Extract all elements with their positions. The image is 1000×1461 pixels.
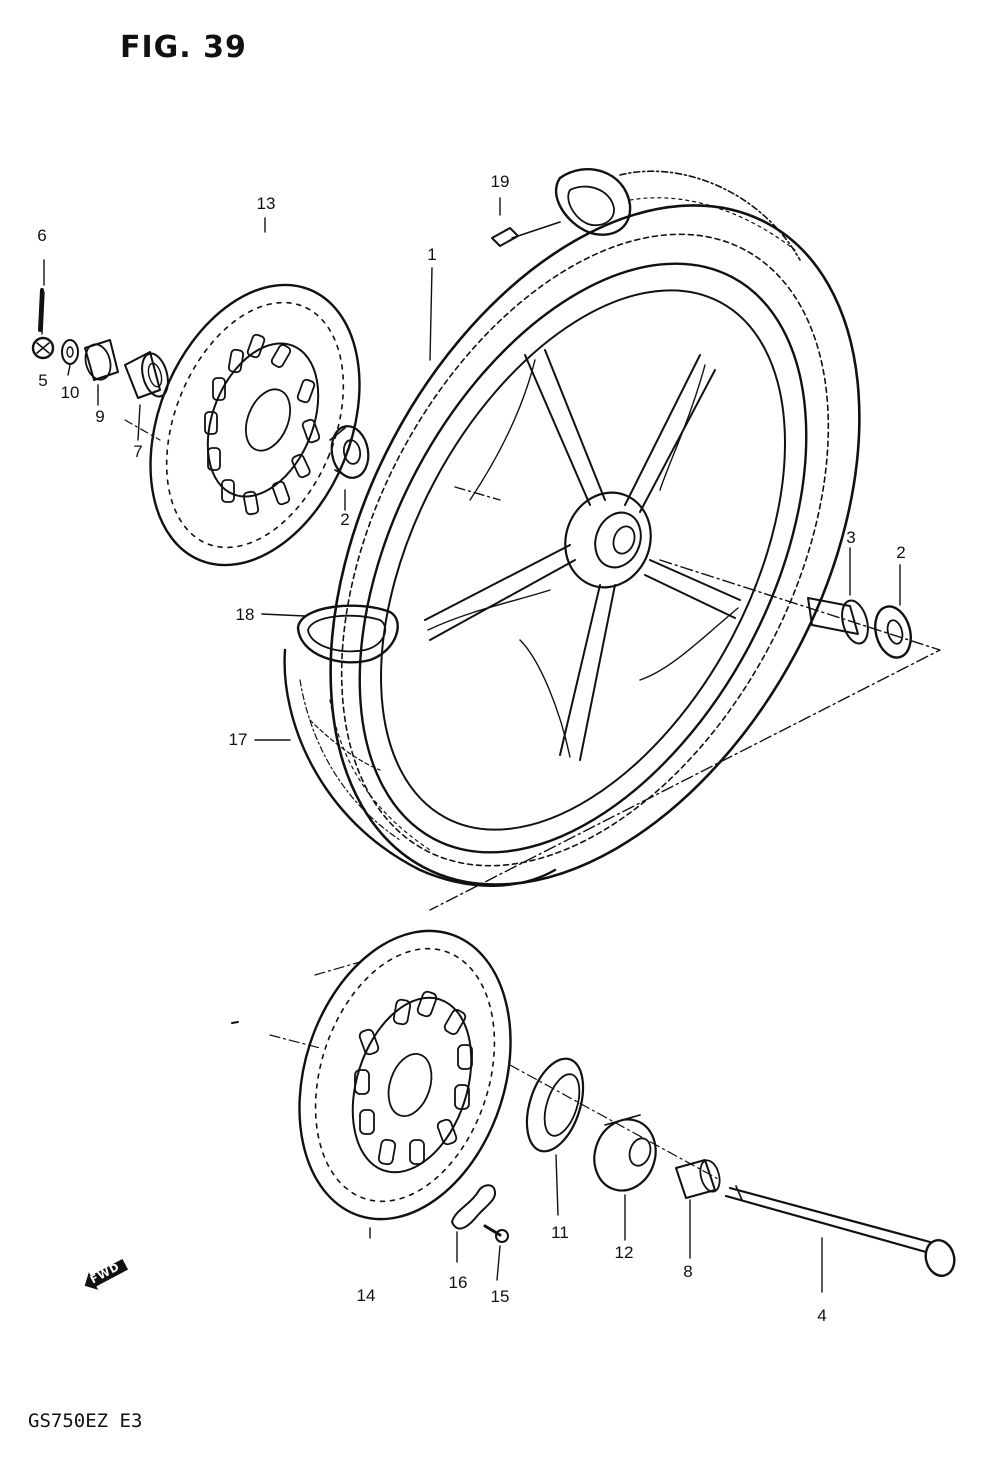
figure-title: FIG. 39 (120, 30, 247, 65)
tire-outer-edge (329, 204, 861, 886)
callout-13: 13 (256, 194, 276, 213)
callout-4: 4 (817, 1306, 827, 1325)
forward-direction-arrow: FWD (80, 1254, 131, 1295)
callout-6: 6 (37, 226, 47, 245)
callout-17: 17 (228, 730, 248, 749)
model-code: GS750EZ E3 (28, 1410, 143, 1432)
callout-5: 5 (38, 371, 48, 390)
leader-lines (43, 197, 901, 1293)
callout-3: 3 (846, 528, 856, 547)
callout-11: 11 (551, 1223, 569, 1242)
rim-inner (380, 289, 786, 831)
tire-section-bottom (296, 604, 399, 664)
callout-16: 16 (448, 1273, 468, 1292)
callout-15: 15 (490, 1287, 510, 1306)
callout-12: 12 (614, 1243, 634, 1262)
left-spacers (31, 288, 169, 399)
brake-disc-lower (298, 929, 512, 1221)
callout-18: 18 (235, 605, 255, 624)
callout-1: 1 (427, 245, 437, 264)
tire-section-top (554, 168, 632, 236)
callout-2-left: 2 (340, 510, 350, 529)
lock-plate-and-bolt (451, 1184, 509, 1243)
brake-disc-upper (149, 283, 361, 567)
callout-14: 14 (356, 1286, 376, 1305)
spacer-right (675, 1159, 721, 1199)
seal-plate (525, 1057, 585, 1153)
callout-2-right: 2 (896, 543, 906, 562)
right-spacer-bearing (807, 597, 912, 659)
rim-outer (358, 262, 808, 854)
front-axle (724, 1185, 956, 1277)
wheel-assembly (283, 168, 941, 911)
callout-9: 9 (95, 407, 105, 426)
wheel-hub (564, 491, 652, 589)
wheel-spokes (424, 349, 741, 761)
callout-8: 8 (683, 1262, 693, 1281)
cap-part (593, 1114, 657, 1192)
callout-19: 19 (490, 172, 510, 191)
bearing-left (329, 425, 370, 479)
tire-sidewall (340, 233, 830, 867)
callout-10: 10 (60, 383, 80, 402)
arrow-icon (84, 1258, 129, 1290)
callout-7: 7 (133, 442, 143, 461)
axle-centerline (429, 559, 941, 911)
